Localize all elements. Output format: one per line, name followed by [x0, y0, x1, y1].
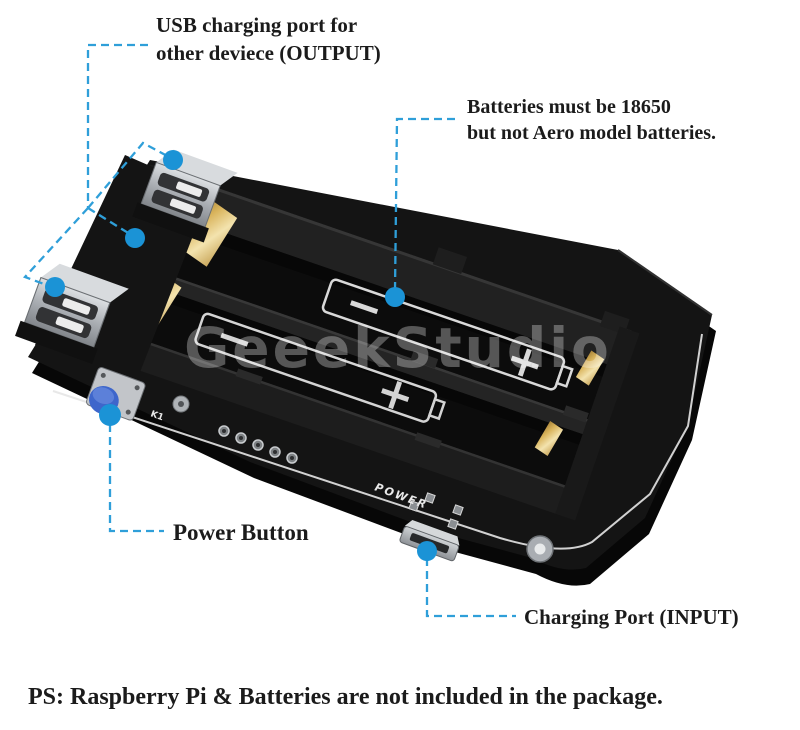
holder-clip-tab: [432, 247, 468, 274]
holder-back-wall-edge: [150, 165, 633, 334]
callout-line-charging: [425, 558, 516, 618]
holder-right-wall: [555, 326, 640, 521]
slot-b-shadow: [123, 277, 583, 445]
screw-hole: [172, 395, 190, 413]
pad: [218, 425, 230, 437]
callout-line-usb-branch2: [87, 207, 134, 237]
callout-dot-battery-slot: [385, 287, 405, 307]
callout-dot-usb-rear: [163, 150, 183, 170]
holder-divider-edge: [131, 262, 588, 422]
watermark: GeeekStudio: [184, 316, 612, 380]
pad: [252, 439, 264, 451]
battery-slot-b: [108, 277, 583, 488]
label-usb-output-line2: other deviece (OUTPUT): [156, 41, 381, 65]
label-batteries-line2: but not Aero model batteries.: [467, 122, 716, 144]
holder-clip-tab: [235, 368, 263, 385]
holder-divider-wall: [126, 262, 588, 435]
holder-front-wall: [87, 324, 578, 518]
battery-outline-b: [194, 312, 446, 423]
holder-clip-tab: [410, 350, 439, 369]
callouts: [22, 43, 516, 618]
label-power-button: Power Button: [173, 520, 309, 545]
k1-text: K1: [149, 409, 165, 423]
callout-dots: [45, 150, 437, 561]
solder-pads: [218, 425, 298, 464]
battery-outline-a: [321, 278, 574, 391]
label-batteries-line1: Batteries must be 18650: [467, 96, 671, 118]
gold-plate-contact: [575, 350, 605, 386]
callout-dot-usb-mid: [125, 228, 145, 248]
gold-plate-contact: [534, 420, 564, 457]
footer-ps-note: PS: Raspberry Pi & Batteries are not inc…: [28, 684, 663, 710]
callout-line-batteries: [393, 117, 455, 291]
battery-slot-a: [132, 207, 607, 420]
callout-line-power-button: [108, 424, 164, 533]
callout-line-usb-branch1: [87, 141, 172, 209]
pad: [235, 432, 247, 444]
callout-dot-charging-port: [417, 541, 437, 561]
battery-holder: [85, 164, 640, 521]
product-photo: POWER: [15, 149, 716, 586]
callout-line-usb: [86, 43, 148, 208]
label-usb-output-line1: USB charging port for: [156, 13, 357, 37]
holder-front-edge: [96, 324, 578, 492]
pcb-back-edge-highlight: [617, 249, 713, 316]
holder-back-wall: [138, 165, 633, 371]
callout-dot-usb-front: [45, 277, 65, 297]
pad: [269, 446, 281, 458]
pad: [286, 452, 298, 464]
mounting-hole: [526, 535, 554, 563]
label-charging-port: Charging Port (INPUT): [524, 605, 739, 629]
callout-line-usb-branch3: [22, 207, 89, 289]
silkscreen-k1: K1: [149, 409, 165, 423]
led-pads: [408, 492, 464, 530]
holder-clip-tab: [414, 432, 442, 449]
callout-dot-power-button: [99, 404, 121, 426]
silkscreen-border-line: [52, 333, 703, 550]
holder-clip-tab: [562, 405, 589, 423]
